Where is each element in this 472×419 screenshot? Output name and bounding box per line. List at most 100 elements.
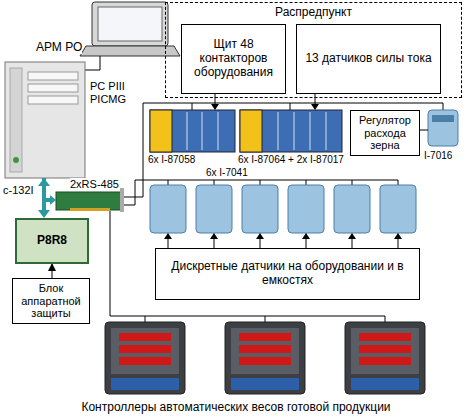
node-text: 13 датчиков силы тока [305,52,431,66]
card-contacts [70,208,110,211]
connector [52,264,53,278]
module-split [218,112,219,150]
arrow-head [394,233,402,239]
laptop-display [98,7,162,41]
serial-card [56,192,122,210]
module-label: 6x I-7041 [206,167,248,179]
group-title: Распредпункт [166,3,461,20]
sensor-line [398,238,399,248]
module-label: I-7016 [424,150,452,162]
pc-bus [44,198,51,202]
scale-drop [385,316,386,322]
pc-tower [5,62,85,178]
controller-face [231,328,299,374]
scale-drop [265,316,266,322]
panel-box: Щит 48 контакторов оборудования [181,24,286,94]
card-bracket [120,188,124,212]
io-module [150,185,186,233]
rs485-drop [443,103,444,110]
bus-arrow [50,195,56,205]
controller-display [359,333,411,341]
controller-display [119,357,171,365]
regulator-box: Регулятор расхода зерна [350,110,420,156]
controller-face [351,328,419,374]
laptop-cable [85,56,100,70]
sensor-line [260,238,261,248]
arrow-head [211,104,219,110]
module-split [202,112,203,150]
controller-keypad [351,378,419,390]
bus-arrow [38,210,50,218]
signal-line [215,93,216,105]
controller-display [239,345,291,353]
rs485-drop [168,180,169,185]
drive-bay [28,96,78,104]
sensor-box: 13 датчиков силы тока [296,24,441,94]
arrow-head [256,233,264,239]
laptop-screen [92,2,168,46]
io-module [196,185,232,233]
pc-panel [10,68,22,172]
io-rack [150,110,235,152]
controller-display [119,333,171,341]
controller-face [111,328,179,374]
drive-bay [28,84,78,92]
node-text: Дискретные датчики на оборудовании и в е… [159,260,416,288]
workstation-label: АРМ РО [36,40,82,54]
group-caption: Контроллеры автоматических весов готовой… [0,400,472,414]
sensor-group-box: Дискретные датчики на оборудовании и в е… [155,248,420,300]
arrow-head [348,233,356,239]
arrow-head [311,104,319,110]
rs485-drop [290,103,291,110]
power-led [13,157,19,163]
group-region: РаспредпунктЩит 48 контакторов оборудова… [165,2,462,98]
module-split [326,112,327,150]
io-module [242,185,278,233]
rs485-drop [306,180,307,185]
sensor-line [306,238,307,248]
module-split [278,112,279,150]
arrow-head [210,233,218,239]
scale-controller [105,322,185,394]
rack-controller [150,110,172,152]
sensor-line [168,238,169,248]
controller-display [359,345,411,353]
signal-line [420,130,428,131]
io-module [428,110,458,146]
computer-label: PC PIII PICMG [90,80,140,106]
signal-line [315,93,316,105]
io-module [288,185,324,233]
io-module [334,185,370,233]
bus-arrow [38,178,50,186]
rack-controller [240,110,262,152]
sensor-line [352,238,353,248]
scale-drop [145,316,146,322]
module-label: 6x I-87058 [148,154,195,166]
arrow-head [302,233,310,239]
relay-card: P8R8 [15,218,89,264]
rs485-drop [352,180,353,185]
scale-controller [345,322,425,394]
node-text: Блок аппаратной защиты [16,282,86,320]
rs485-line [124,103,443,197]
controller-display [359,357,411,365]
rs485-drop [260,180,261,185]
rs485-drop [398,180,399,185]
scale-controller [225,322,305,394]
rs485-drop [192,103,193,110]
controller-keypad [231,378,299,390]
io-rack [240,110,342,152]
controller-keypad [111,378,179,390]
module-split [310,112,311,150]
controller-display [239,357,291,365]
module-label: 6x I-87064 + 2x I-87017 [238,154,344,166]
node-text: P8R8 [37,234,67,248]
drive-bay [28,72,78,80]
rs485-drop [214,180,215,185]
interface-label: 2xRS-485 [70,178,119,191]
node-text: Щит 48 контакторов оборудования [185,38,282,79]
sensor-line [214,238,215,248]
protection-box: Блок аппаратной защиты [12,278,90,324]
module-split [294,112,295,150]
node-text: Регулятор расхода зерна [354,114,416,152]
